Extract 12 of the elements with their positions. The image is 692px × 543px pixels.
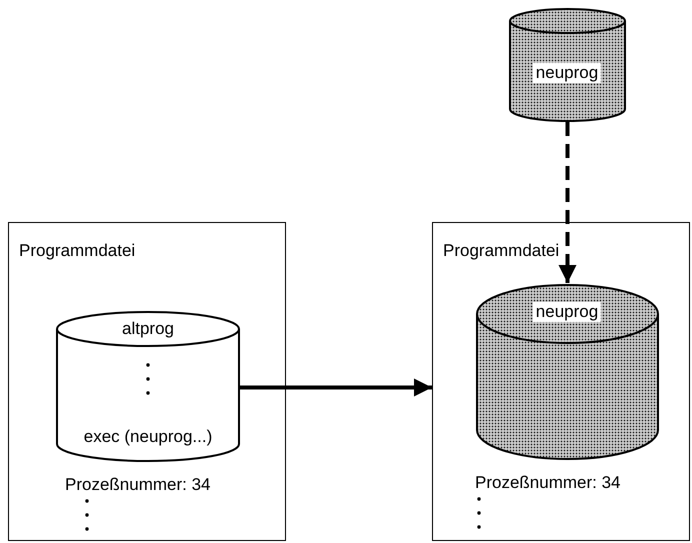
node-label: Prozeßnummer: 34 xyxy=(475,473,620,493)
node-label: altprog xyxy=(122,319,174,339)
arrow xyxy=(239,378,432,396)
process-box xyxy=(8,222,286,541)
node-label: neuprog xyxy=(532,63,602,83)
node-label: neuprog xyxy=(532,302,602,322)
node-label: Prozeßnummer: 34 xyxy=(65,475,210,495)
process-box xyxy=(432,222,690,541)
box-heading: Programmdatei xyxy=(19,241,136,261)
arrow xyxy=(558,122,576,283)
box-heading: Programmdatei xyxy=(443,241,560,261)
node-label: exec (neuprog...) xyxy=(84,427,212,447)
